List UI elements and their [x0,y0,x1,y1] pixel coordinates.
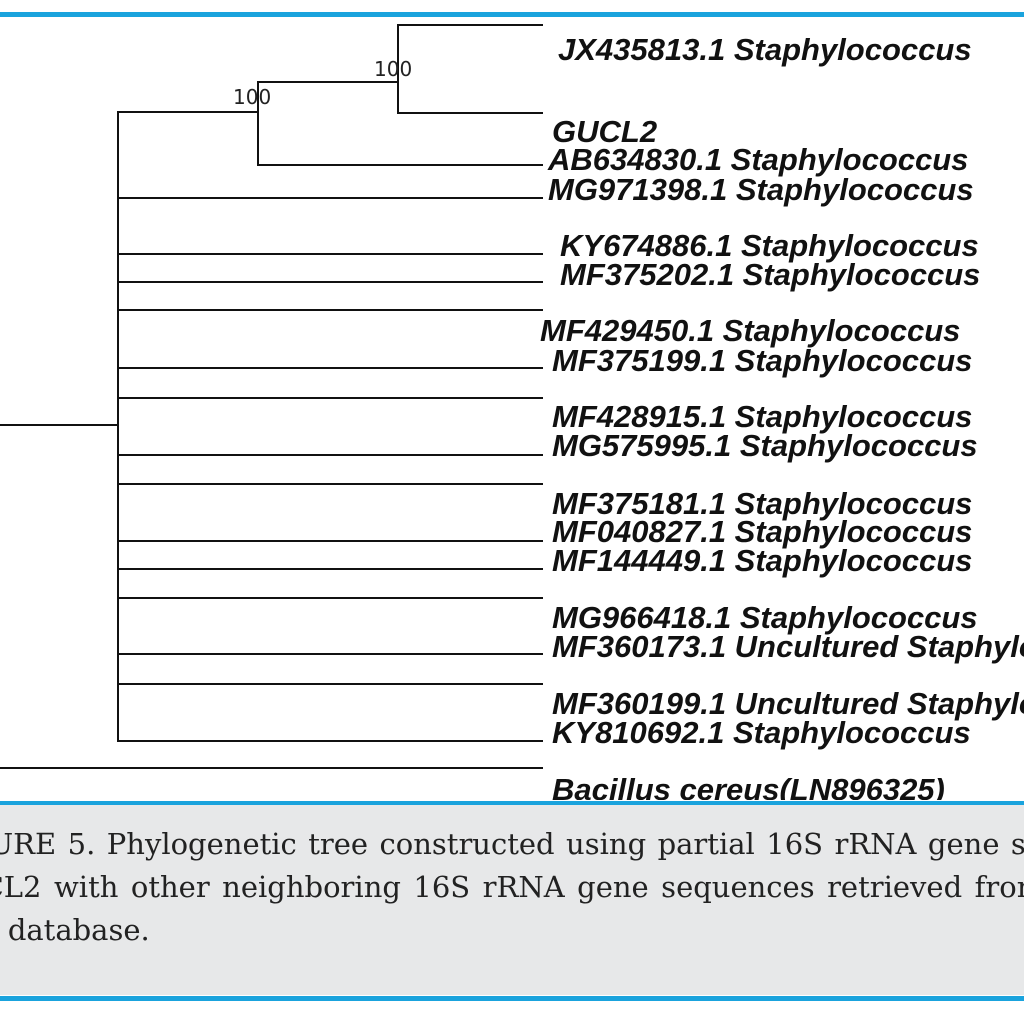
leaf-label: MG575995.1 Staphylococcus [552,428,978,463]
leaf-label: MF144449.1 Staphylococcus [552,543,972,578]
caption-box: FIGURE 5. Phylogenetic tree constructed … [0,805,1024,995]
leaf-label: MF428915.1 Staphylococcus [552,399,972,434]
leaf-label: JX435813.1 Staphylococcus [558,32,972,67]
leaf-label: Bacillus cereus(LN896325) [552,772,945,800]
leaf-label: MG971398.1 Staphylococcus [548,172,974,207]
leaf-label: MF375202.1 Staphylococcus [560,257,980,292]
tree-svg: JX435813.1 StaphylococcusGUCL2AB634830.1… [0,24,1024,800]
leaf-label: MF375199.1 Staphylococcus [552,343,972,378]
leaf-label: AB634830.1 Staphylococcus [547,142,968,177]
leaf-label: GUCL2 [552,114,657,149]
caption-top-rule [0,801,1024,806]
bootstrap-value: 100 [233,85,271,109]
leaf-label: MF360173.1 Uncultured Staphylococcus [552,629,1024,664]
bottom-rule [0,996,1024,1001]
bootstrap-value: 100 [374,57,412,81]
leaf-label: KY810692.1 Staphylococcus [552,715,971,750]
leaf-label: MF429450.1 Staphylococcus [540,313,960,348]
leaf-label: MF040827.1 Staphylococcus [552,514,972,549]
leaf-label: MG966418.1 Staphylococcus [552,600,978,635]
leaf-label: KY674886.1 Staphylococcus [560,228,979,263]
leaf-label: MF360199.1 Uncultured Staphylococcus [552,686,1024,721]
top-rule [0,12,1024,17]
leaf-label: MF375181.1 Staphylococcus [552,486,972,521]
figure-caption: FIGURE 5. Phylogenetic tree constructed … [0,827,1024,947]
